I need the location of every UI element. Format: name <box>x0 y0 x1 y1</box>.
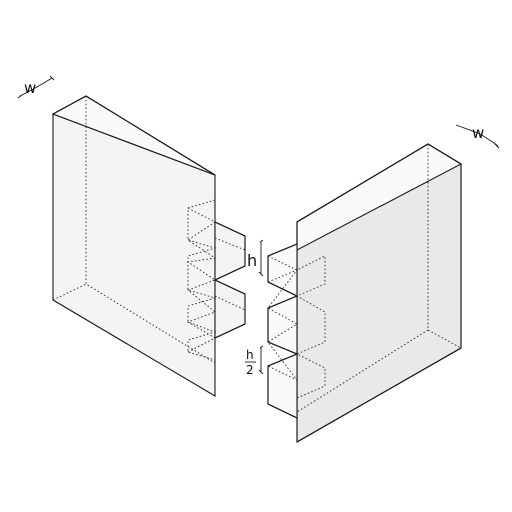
left-board-hidden-bottom <box>52 283 87 301</box>
left-tail-hidden-1 <box>214 237 246 251</box>
right-board <box>267 143 463 443</box>
dimension-w-right: w <box>455 124 500 149</box>
right-board-hidden-diagonals <box>267 268 299 381</box>
left-board <box>51 95 246 397</box>
left-tail-hidden-2 <box>214 295 246 311</box>
left-tail-1-edge <box>214 221 246 281</box>
right-pin-1-edge <box>267 243 298 297</box>
right-board-outline <box>296 143 462 443</box>
h-half-numerator: h <box>246 348 254 362</box>
w-right-label: w <box>472 124 484 142</box>
dimension-h-half: h 2 <box>245 345 264 377</box>
right-board-hidden-sockets <box>267 255 326 399</box>
right-pin-3-edge <box>267 353 298 419</box>
right-pin-2-edge <box>267 295 298 355</box>
right-board-hidden-bottom <box>296 329 429 413</box>
left-board-hidden-back <box>85 96 216 364</box>
right-pin-2 <box>267 295 298 355</box>
left-board-hidden-sockets <box>187 199 217 361</box>
right-board-hidden-back <box>427 144 462 349</box>
w-right-dimension-line <box>455 124 500 149</box>
dimension-w-left: w <box>17 75 55 99</box>
right-pin-3 <box>267 353 298 419</box>
left-tail-1 <box>214 221 246 281</box>
left-board-front-face <box>52 113 216 397</box>
dimension-h: h <box>247 239 264 277</box>
h-label: h <box>247 251 257 270</box>
right-pin-1 <box>267 243 298 297</box>
h-half-denominator: 2 <box>246 363 254 377</box>
h-dimension-line <box>258 239 264 277</box>
w-left-dimension-line <box>17 75 55 99</box>
w-left-label: w <box>24 79 36 97</box>
left-tail-2-edge <box>214 279 246 339</box>
h-half-dimension-line <box>258 345 264 375</box>
left-tail-2 <box>214 279 246 339</box>
